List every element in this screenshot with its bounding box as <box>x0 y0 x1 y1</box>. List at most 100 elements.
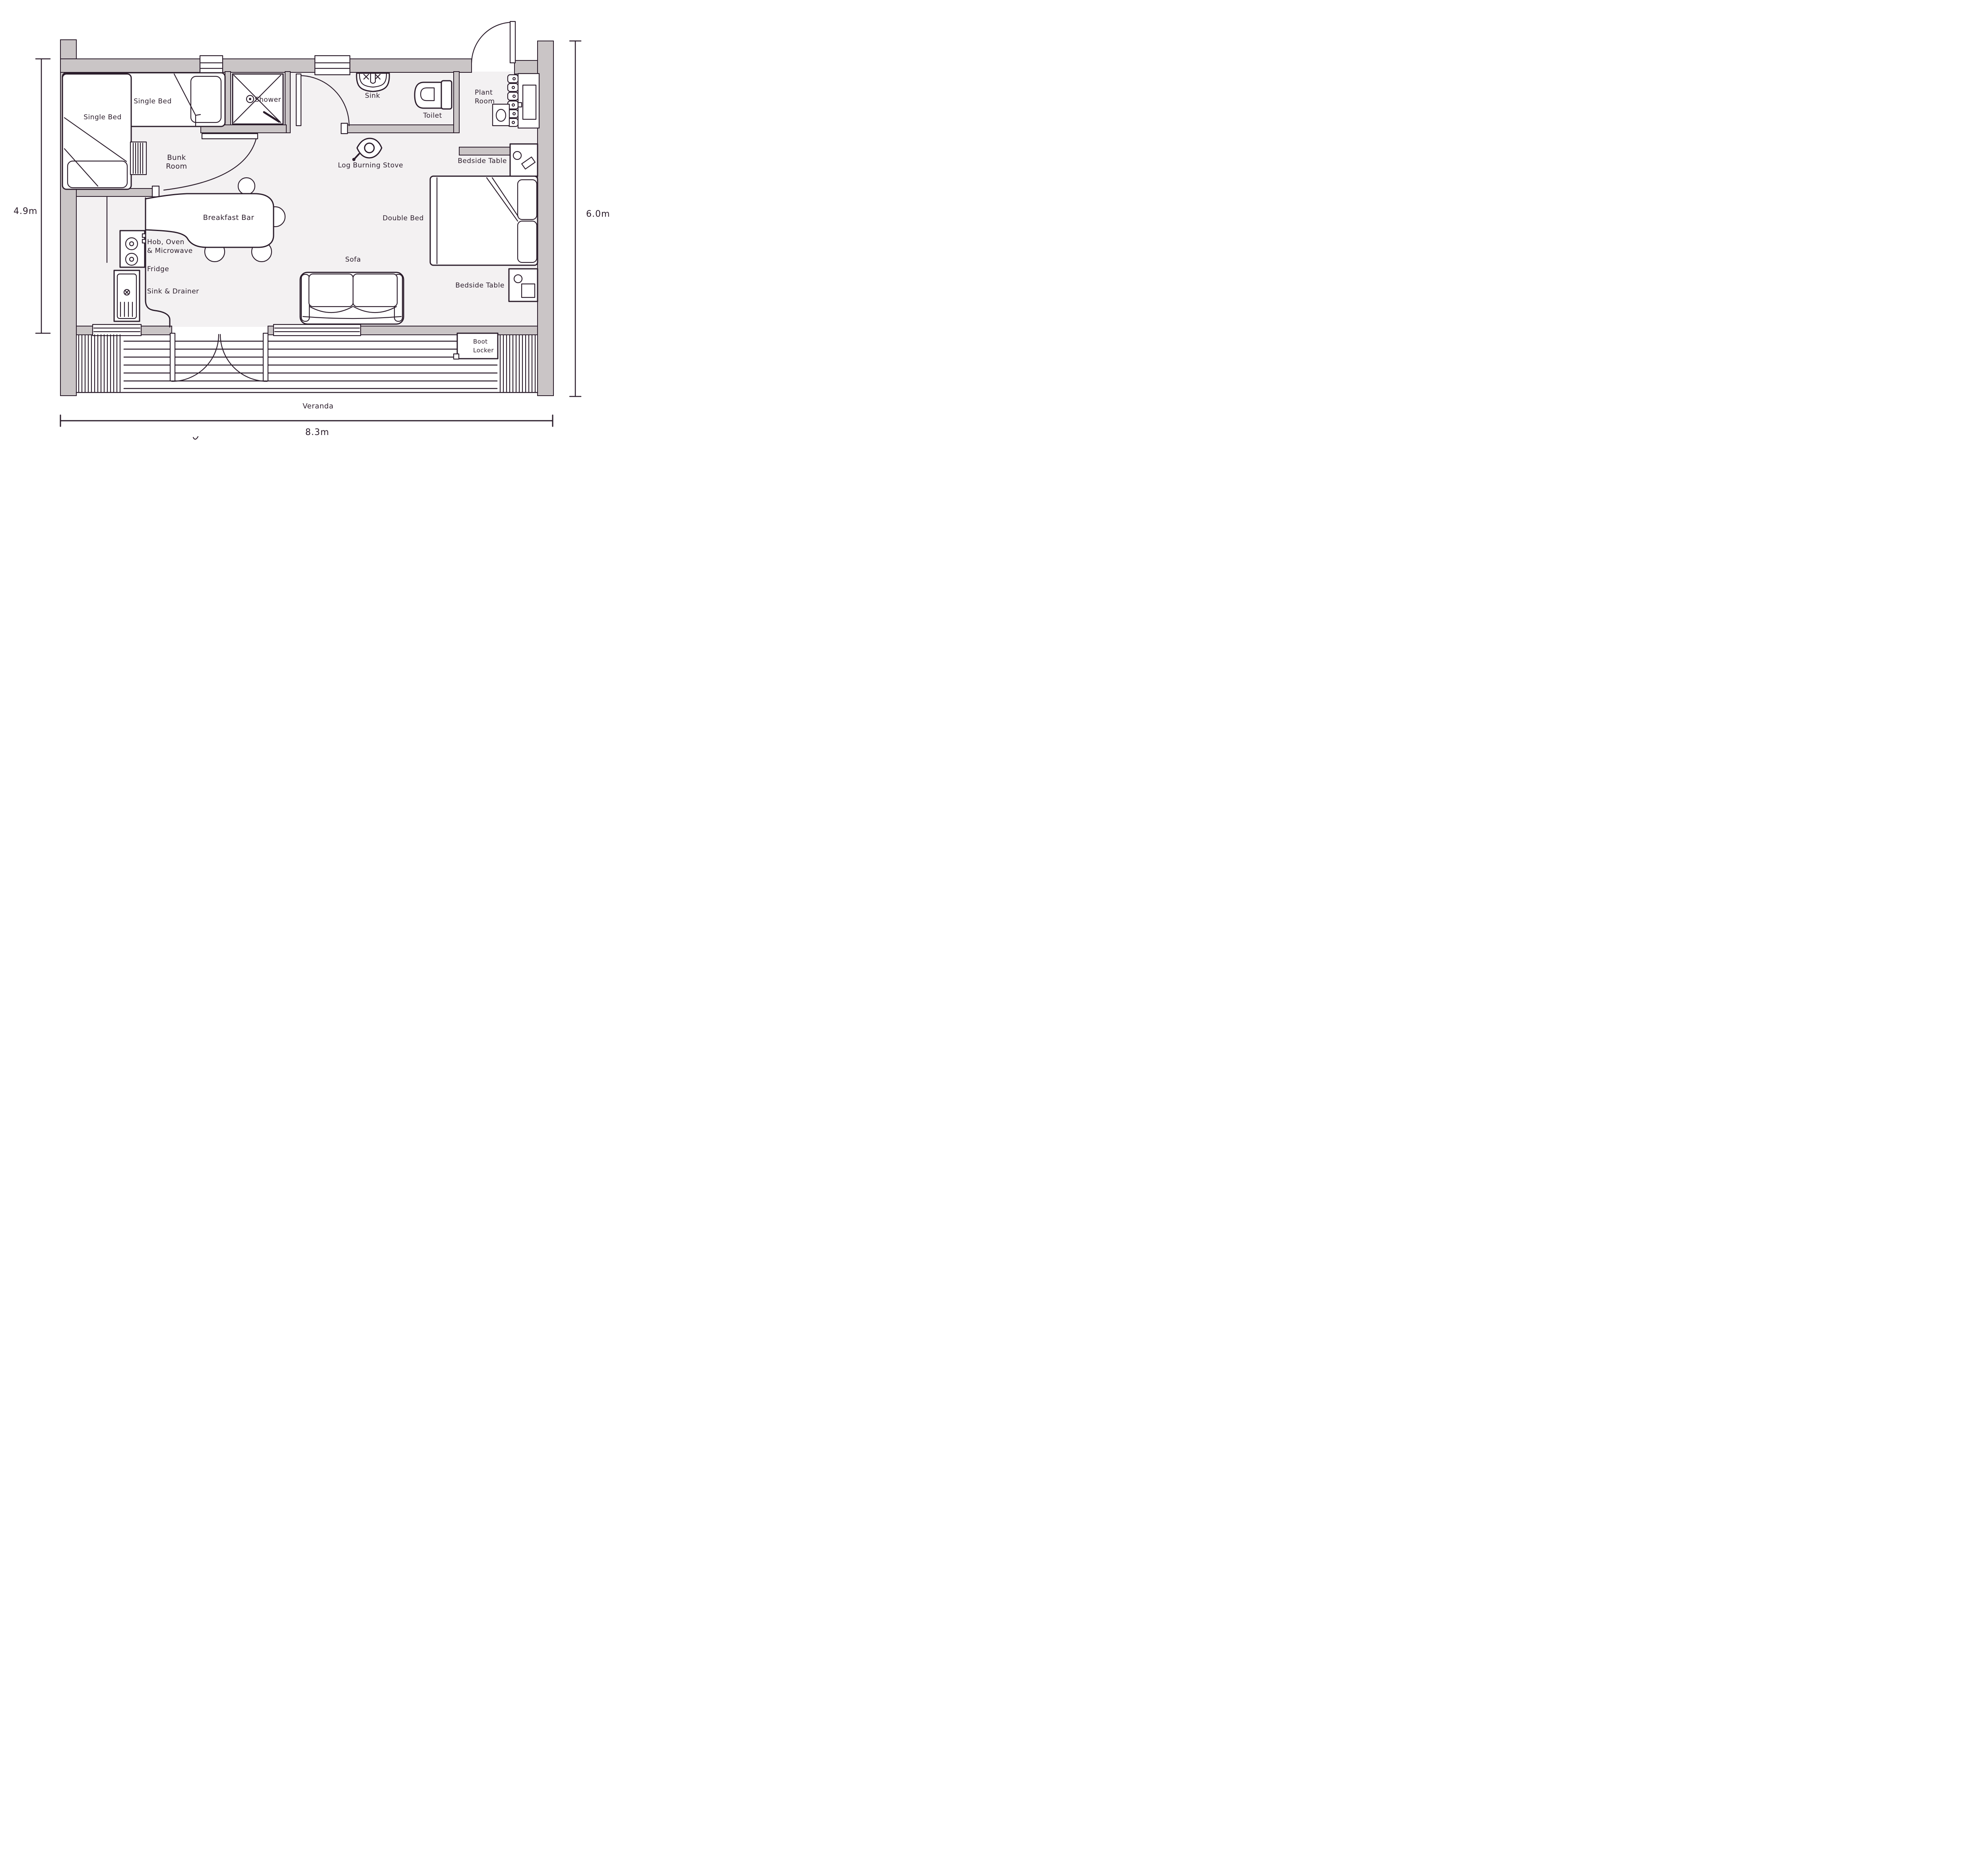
spout-icon <box>370 73 376 84</box>
kitchen-sink <box>113 270 140 322</box>
table-item <box>521 283 536 298</box>
plant-room-label-1: Plant <box>475 89 493 97</box>
toilet-label: Toilet <box>423 112 442 120</box>
boot-locker-label-1: Boot <box>473 338 488 345</box>
hob-knob <box>142 239 146 244</box>
pillow <box>517 179 538 220</box>
window-top-2 <box>314 55 351 76</box>
stove-handle-knob <box>352 158 355 161</box>
hob-knob <box>142 233 146 238</box>
tap-icon-left <box>363 74 369 80</box>
single-bed-left <box>62 73 132 190</box>
bedside-table-bottom-label: Bedside Table <box>455 282 505 289</box>
bathroom: Sink Toilet <box>295 72 452 134</box>
window-bottom-kitchen <box>92 324 142 336</box>
dimension-left-label: 4.9m <box>14 206 37 216</box>
sofa-seat-cushion <box>353 306 397 313</box>
bunk-room-door <box>151 133 258 198</box>
stool <box>237 177 256 195</box>
veranda: Boot Locker Veranda <box>76 332 538 410</box>
bunk-ladder <box>130 141 147 175</box>
window-bottom-sofa <box>273 324 361 336</box>
log-burning-stove <box>352 138 382 161</box>
wall-top-right-stub <box>514 60 538 74</box>
bunk-room-label-1: Bunk <box>167 153 186 162</box>
floor-plan-canvas: Boot Locker Veranda Single Bed Single Be… <box>0 0 623 441</box>
french-doors <box>169 332 269 382</box>
kitchen: Hob, Oven & Microwave Fridge Sink & Drai… <box>106 196 199 328</box>
wall-right <box>537 41 554 396</box>
hob <box>119 230 146 268</box>
door-arc <box>163 135 258 191</box>
door-arc-right <box>219 334 268 382</box>
stove-flue <box>364 142 375 153</box>
sheet-fold <box>486 177 518 222</box>
breakfast-bar-label: Breakfast Bar <box>203 214 254 222</box>
single-bed-left-label: Single Bed <box>83 113 122 121</box>
plant-washer <box>492 103 510 126</box>
sofa <box>299 272 404 325</box>
entrance-door-leaf <box>509 21 516 64</box>
dimension-right-label: 6.0m <box>586 209 610 219</box>
door-leaf-right <box>262 332 269 382</box>
sofa-back-cushion <box>308 273 354 307</box>
double-bed <box>429 175 538 266</box>
dimension-bottom-label: 8.3m <box>305 427 329 437</box>
wall-bottom-seg4 <box>360 326 538 335</box>
sheet-fold-left-bed-2 <box>64 148 99 187</box>
floor-plan-drawing: Boot Locker Veranda Single Bed Single Be… <box>14 21 610 440</box>
stray-pen-mark <box>192 436 199 440</box>
wall-bathroom-plant <box>453 71 460 133</box>
veranda-label: Veranda <box>303 402 334 410</box>
bunk-room-label-2: Room <box>166 162 187 171</box>
deck-boards <box>76 340 538 393</box>
sofa-label: Sofa <box>345 256 361 264</box>
deck-planks-right <box>499 334 536 392</box>
hob-label-2: & Microwave <box>147 247 193 255</box>
pillow <box>517 220 538 263</box>
bathroom-sink <box>356 72 390 92</box>
wall-bathroom-bottom <box>341 124 460 133</box>
plant-panel <box>517 73 540 129</box>
shower-room: Shower <box>232 73 284 125</box>
wall-bunk-shower <box>225 71 231 133</box>
shower-label: Shower <box>255 96 281 104</box>
bedside-table-top-label: Bedside Table <box>458 157 507 165</box>
wall-bottom-seg3 <box>268 326 274 335</box>
bathroom-door-arc <box>298 75 350 126</box>
dimension-left <box>35 58 51 334</box>
sofa-arm-left <box>301 274 310 322</box>
stove-handle <box>353 153 360 160</box>
counter-front-edge <box>145 197 171 328</box>
wall-bottom-seg2 <box>141 326 172 335</box>
single-bed-top-label: Single Bed <box>134 97 172 105</box>
bedside-table-bottom <box>508 268 538 302</box>
pillow-left-bed <box>67 160 128 188</box>
boot-locker-label-2: Locker <box>473 347 494 354</box>
shower-tray-dark-edge <box>263 111 280 123</box>
dimension-right <box>569 40 582 397</box>
plant-room-label-2: Room <box>475 97 495 105</box>
bathroom-door-leaf <box>295 73 302 126</box>
hob-label-1: Hob, Oven <box>147 238 184 246</box>
table-item <box>521 156 536 170</box>
bedside-table-top <box>509 143 538 177</box>
plant-room: Plant Room <box>471 21 540 129</box>
bunk-room: Single Bed Single Bed Bunk Room <box>62 72 258 198</box>
pillow-top-bed <box>190 76 222 123</box>
door-leaf-left <box>169 332 176 382</box>
wall-shower-right <box>285 71 291 133</box>
wall-top <box>60 58 472 73</box>
door-arc-left <box>171 334 219 382</box>
sheet-fold-left-bed <box>64 117 127 162</box>
shower-tray-diagonals <box>233 74 282 123</box>
dimension-bottom <box>60 414 553 427</box>
door-post <box>151 185 160 198</box>
living-area: Log Burning Stove Breakfast Bar Sofa <box>145 138 404 325</box>
double-bed-label: Double Bed <box>382 214 424 222</box>
entrance-door-arc <box>471 21 513 64</box>
stove-label: Log Burning Stove <box>338 161 403 169</box>
fridge-label: Fridge <box>147 265 169 273</box>
window-top-1 <box>199 55 223 76</box>
sofa-seat-cushion <box>309 306 353 313</box>
